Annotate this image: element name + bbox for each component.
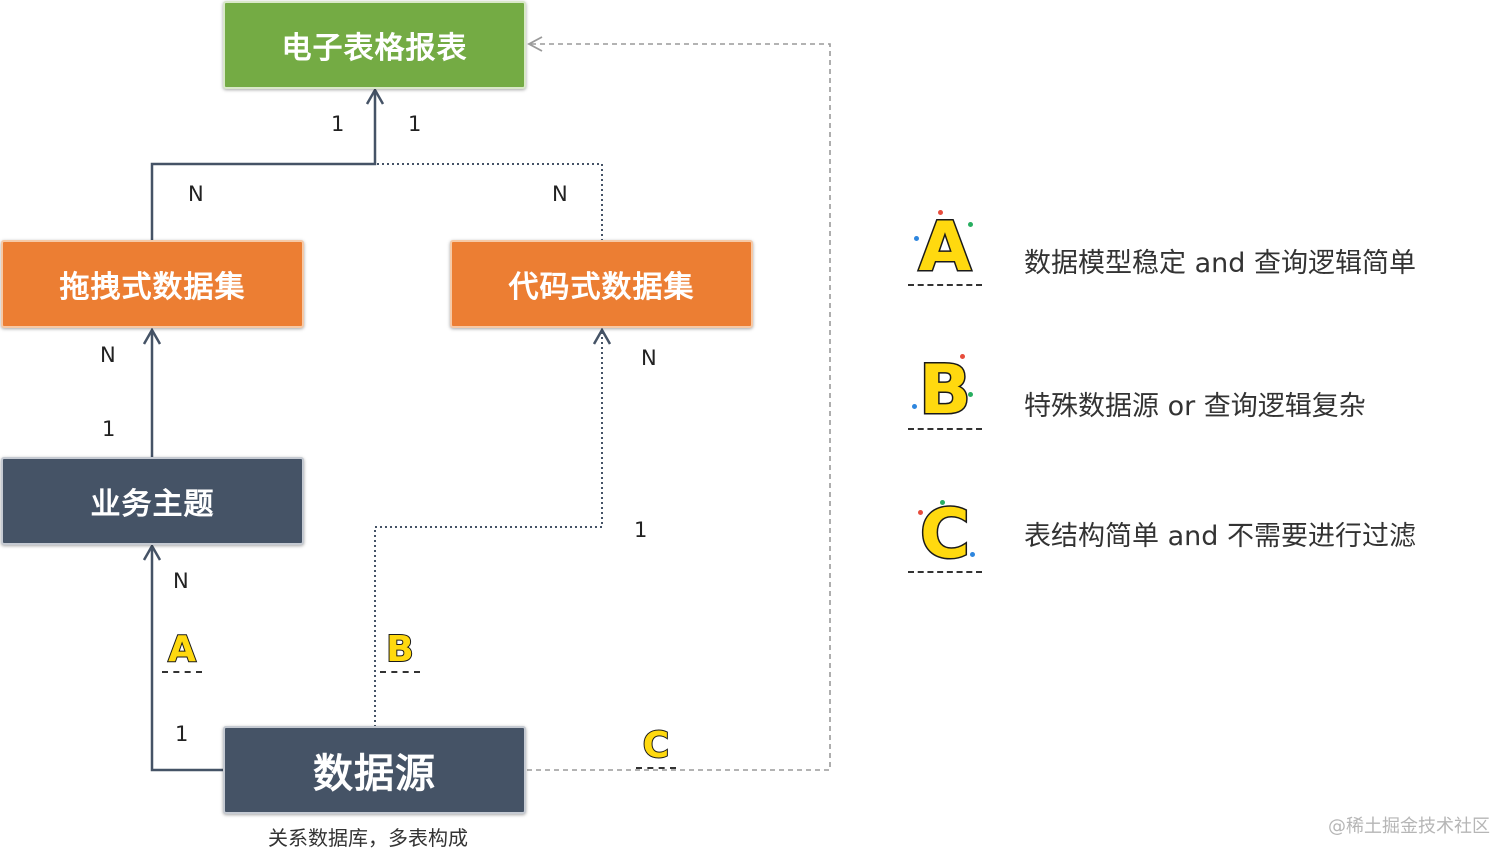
node-spreadsheet-report[interactable]: 电子表格报表 — [223, 1, 526, 89]
edge-label-topic-bottom: N — [173, 569, 189, 593]
node-data-source[interactable]: 数据源 — [223, 726, 526, 814]
legend-badge-c-underline — [908, 571, 982, 573]
arrowhead-report-direct — [527, 36, 543, 52]
path-badge-b-letter: B — [385, 629, 414, 670]
node-spreadsheet-report-label: 电子表格报表 — [281, 31, 468, 66]
node-code-dataset-label: 代码式数据集 — [508, 270, 695, 305]
legend-badge-a-underline — [908, 284, 982, 286]
arrowhead-topic — [142, 543, 162, 561]
data-source-caption: 关系数据库，多表构成 — [268, 826, 468, 850]
legend-badge-b: B — [918, 351, 973, 430]
edge-source-to-topic — [150, 548, 224, 772]
edge-label-code-bottom: N — [641, 346, 657, 370]
edge-dragdrop-to-report — [150, 92, 377, 241]
decor-dot — [912, 404, 917, 409]
path-badge-a-letter: A — [167, 629, 197, 670]
node-dragdrop-dataset[interactable]: 拖拽式数据集 — [1, 240, 304, 328]
node-code-dataset[interactable]: 代码式数据集 — [450, 240, 753, 328]
edge-label-report-left: 1 — [331, 112, 345, 136]
edge-code-to-report — [375, 163, 603, 241]
legend-text-b: 特殊数据源 or 查询逻辑复杂 — [1024, 391, 1366, 422]
edge-source-to-report — [527, 43, 831, 771]
arrowhead-dragdrop — [142, 327, 162, 345]
node-dragdrop-dataset-label: 拖拽式数据集 — [59, 270, 246, 305]
decor-dot — [960, 354, 965, 359]
decor-dot — [968, 392, 973, 397]
legend-badge-c: C — [919, 495, 972, 574]
edge-label-code-top: N — [552, 182, 568, 206]
node-business-topic[interactable]: 业务主题 — [1, 457, 304, 545]
decor-dot — [914, 236, 919, 241]
edge-source-to-code — [374, 332, 603, 727]
decor-dot — [968, 222, 973, 227]
path-badge-b-underline — [380, 671, 420, 673]
legend-badge-a: A — [917, 208, 973, 287]
decor-dot — [938, 210, 943, 215]
arrowhead-code — [592, 327, 612, 345]
edge-label-report-right: 1 — [408, 112, 422, 136]
path-badge-c-letter: C — [642, 725, 670, 766]
node-business-topic-label: 业务主题 — [90, 487, 215, 522]
decor-dot — [970, 552, 975, 557]
watermark: @稀土掘金技术社区 — [1328, 816, 1490, 837]
edge-label-topic-top: 1 — [102, 417, 116, 441]
path-badge-c-underline — [636, 767, 676, 769]
legend-badge-b-underline — [908, 428, 982, 430]
edge-label-dragdrop-top: N — [188, 182, 204, 206]
node-data-source-label: 数据源 — [313, 751, 436, 797]
legend-text-a: 数据模型稳定 and 查询逻辑简单 — [1024, 248, 1416, 279]
edge-label-code-path: 1 — [634, 518, 648, 542]
edge-label-source-left: 1 — [175, 722, 189, 746]
decor-dot — [918, 510, 923, 515]
legend-text-c: 表结构简单 and 不需要进行过滤 — [1024, 521, 1416, 552]
arrowhead-report — [365, 87, 385, 105]
edge-label-dragdrop-bottom: N — [100, 343, 116, 367]
path-badge-a-underline — [162, 671, 202, 673]
decor-dot — [940, 500, 945, 505]
